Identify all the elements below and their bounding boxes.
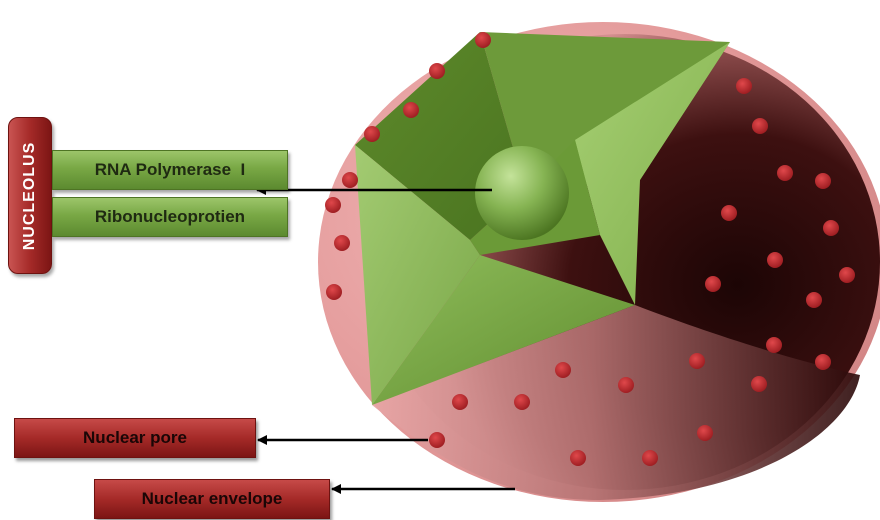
pore-dot xyxy=(767,252,783,268)
pore-dot xyxy=(325,197,341,213)
ribonucleoprotien-text: Ribonucleoprotien xyxy=(95,207,245,227)
nucleolus-label: NUCLEOLUS xyxy=(21,141,39,250)
pore-dot xyxy=(342,172,358,188)
pore-dot xyxy=(570,450,586,466)
pore-dot xyxy=(766,337,782,353)
pore-dot xyxy=(815,173,831,189)
pore-dot xyxy=(475,32,491,48)
nuclear-envelope-text: Nuclear envelope xyxy=(142,489,283,509)
rna-polymerase-text: RNA Polymerase I xyxy=(95,160,246,180)
pore-dot xyxy=(429,63,445,79)
pore-dot xyxy=(806,292,822,308)
pore-dot xyxy=(705,276,721,292)
pore-dot xyxy=(777,165,793,181)
pore-dot xyxy=(326,284,342,300)
nucleolus-tab: NUCLEOLUS xyxy=(8,117,52,274)
pore-dot xyxy=(815,354,831,370)
pore-dot xyxy=(752,118,768,134)
pore-dot xyxy=(555,362,571,378)
pore-dot xyxy=(403,102,419,118)
pore-dot xyxy=(721,205,737,221)
pore-dot xyxy=(364,126,380,142)
rna-polymerase-label: RNA Polymerase I xyxy=(52,150,288,190)
pore-dot xyxy=(736,78,752,94)
nuclear-pore-text: Nuclear pore xyxy=(83,428,187,448)
ribonucleoprotien-label: Ribonucleoprotien xyxy=(52,197,288,237)
pore-dot xyxy=(514,394,530,410)
pore-dot xyxy=(751,376,767,392)
nucleolus-sphere xyxy=(475,146,569,240)
nuclear-envelope-label: Nuclear envelope xyxy=(94,479,330,519)
pore-dot xyxy=(452,394,468,410)
nuclear-pore-label: Nuclear pore xyxy=(14,418,256,458)
pore-dot xyxy=(839,267,855,283)
pore-dot xyxy=(697,425,713,441)
pore-dot xyxy=(618,377,634,393)
pore-dot xyxy=(642,450,658,466)
pore-dot xyxy=(823,220,839,236)
pore-dot xyxy=(429,432,445,448)
pore-dot xyxy=(689,353,705,369)
pore-dot xyxy=(334,235,350,251)
